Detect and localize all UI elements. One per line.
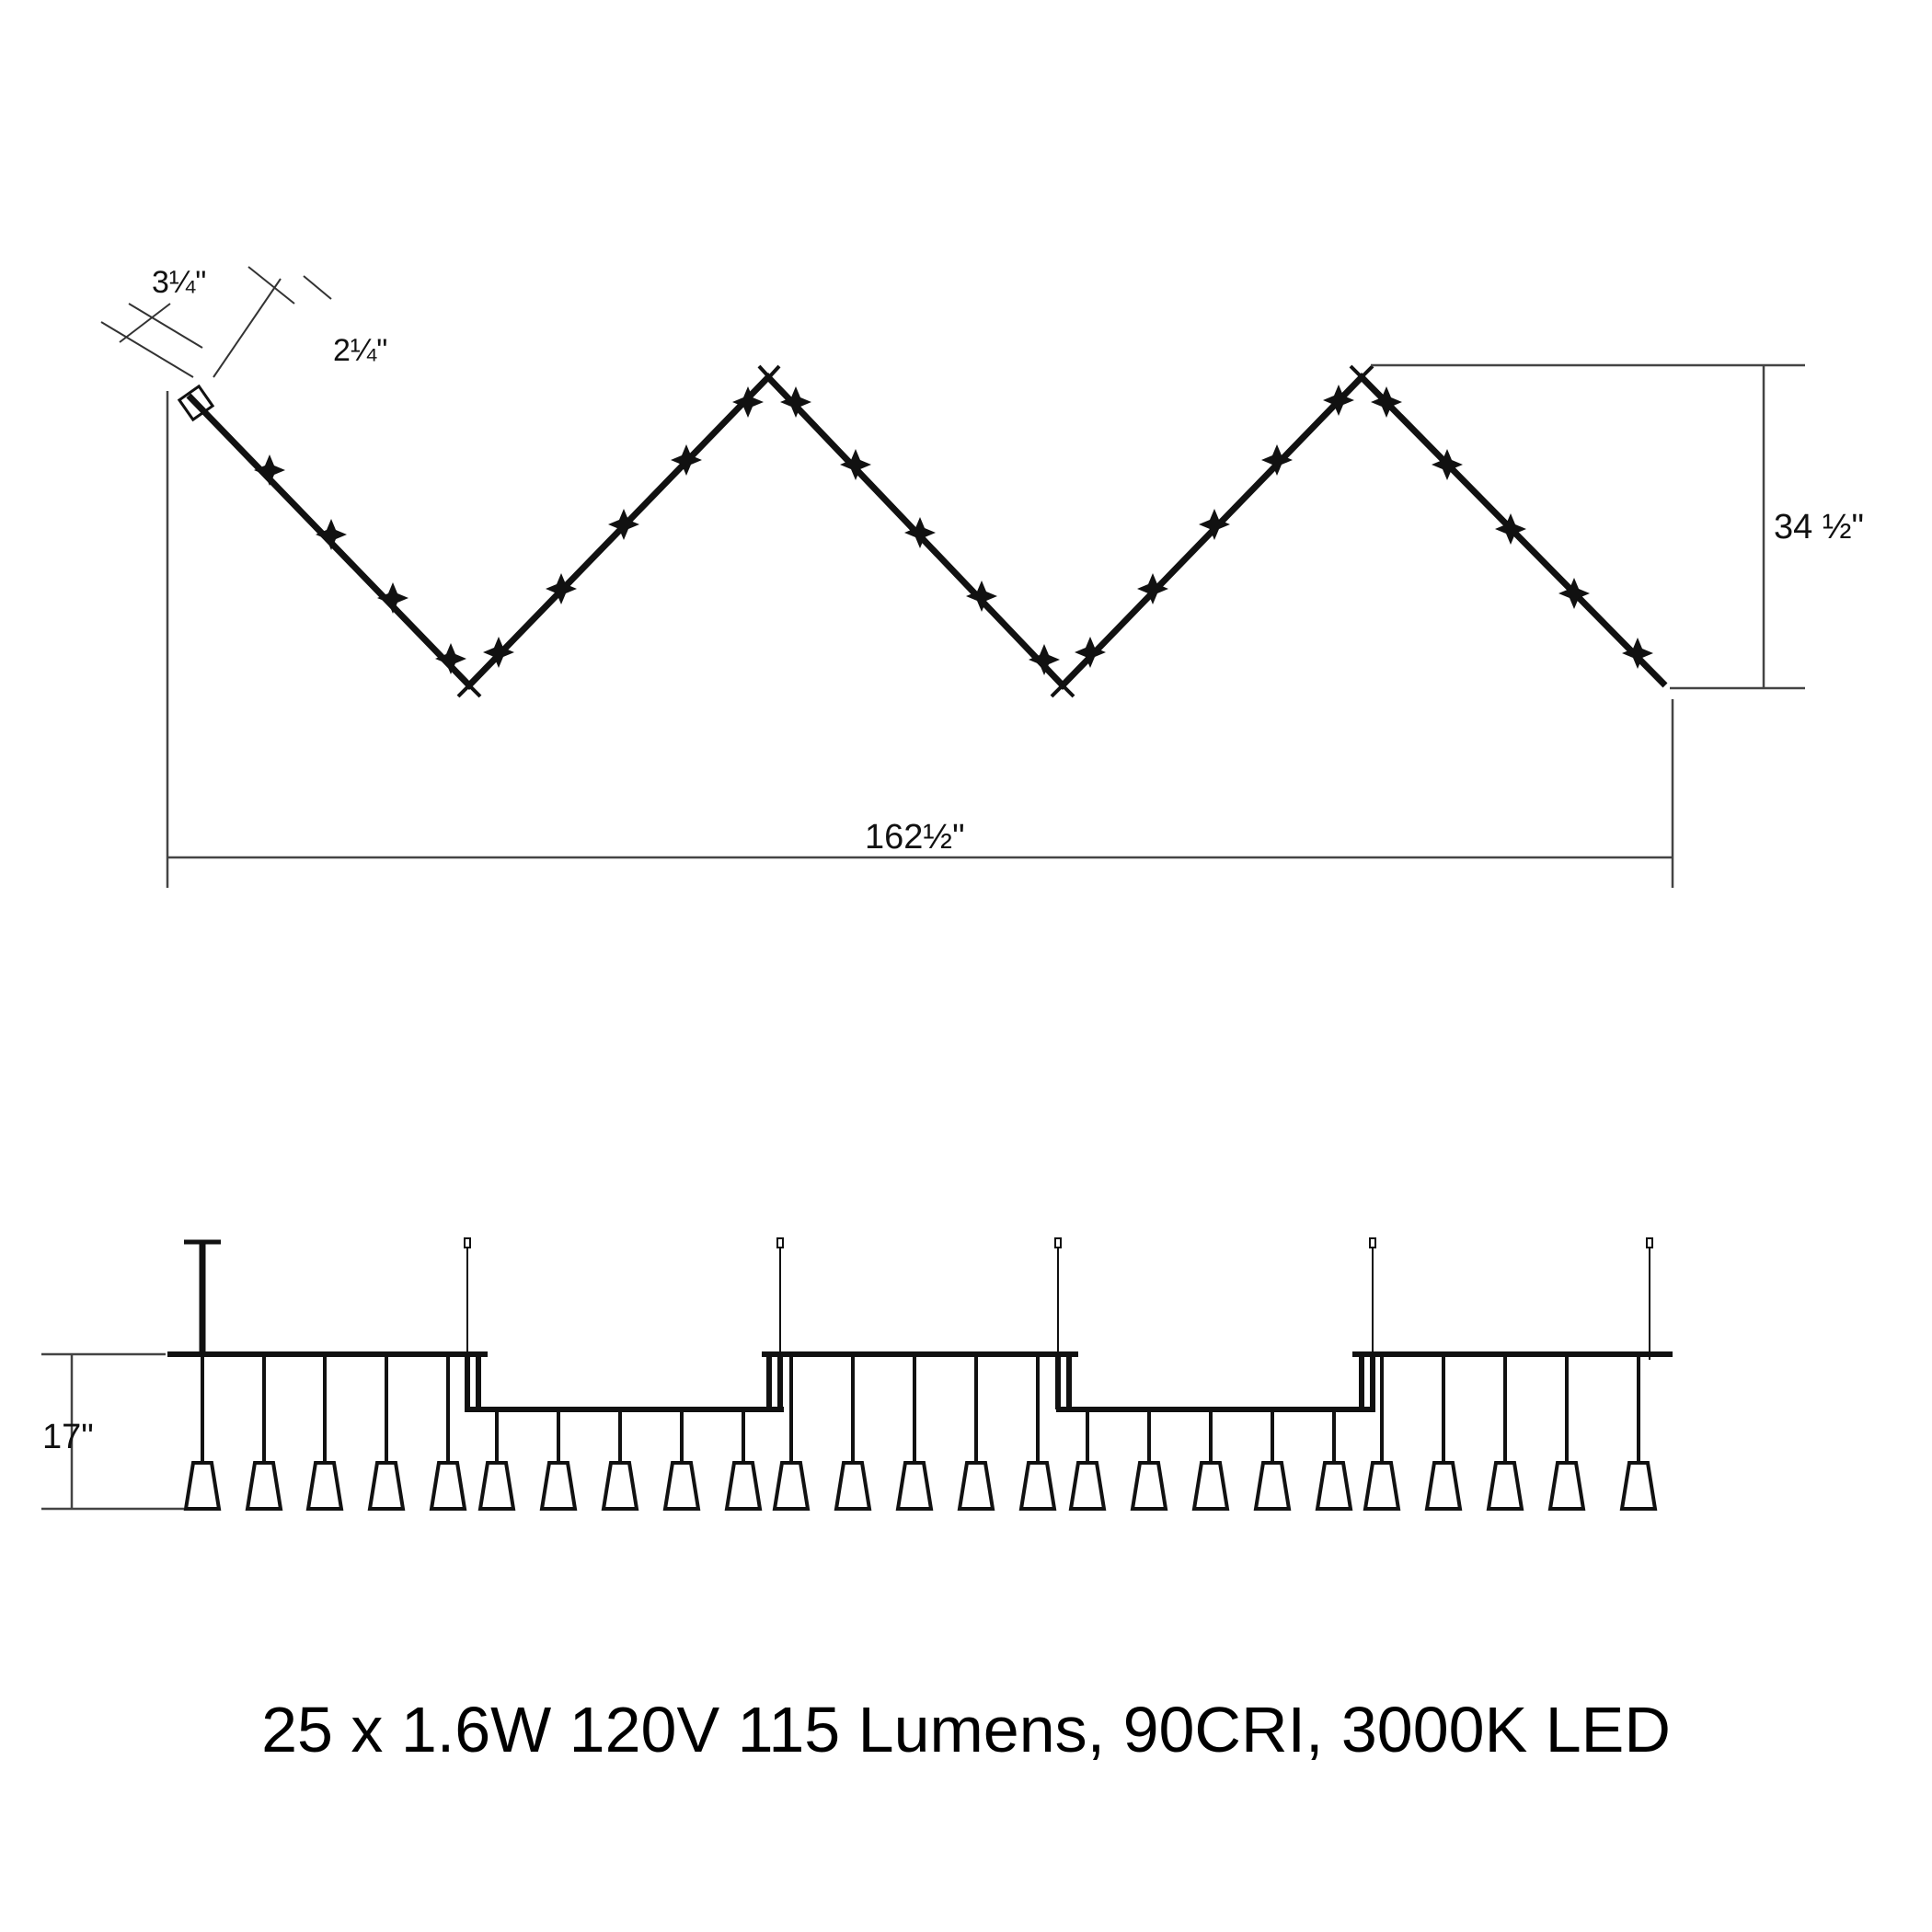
- pendant: [245, 1354, 283, 1511]
- plan-view: 3¼" 2¼" 34 ½" 162½": [100, 265, 1864, 888]
- pendant: [429, 1354, 467, 1511]
- canopy-depth-label: 2¼": [333, 333, 387, 368]
- length-dimension-lines: [166, 391, 1674, 888]
- pendant-star-icon: [483, 637, 514, 668]
- pendant: [1424, 1354, 1463, 1511]
- pendant: [477, 1409, 516, 1511]
- pendant: [1018, 1354, 1057, 1511]
- canopy-dimension-lines: [100, 266, 332, 378]
- pendant-star-icon: [316, 519, 347, 550]
- pendant-star-icon: [1137, 573, 1168, 604]
- pendant-star-icon: [1622, 638, 1653, 669]
- pendant: [895, 1354, 934, 1511]
- pendant: [1547, 1354, 1586, 1511]
- pendant-star-icon: [1075, 637, 1106, 668]
- pendant: [601, 1409, 639, 1511]
- pendant-star-icon: [1029, 644, 1060, 675]
- pendant: [1315, 1409, 1353, 1511]
- pendant-star-icon: [671, 444, 702, 476]
- elevation-view: [41, 1237, 1673, 1511]
- pendant: [772, 1354, 811, 1511]
- pendant-star-icon: [1495, 513, 1526, 545]
- pendant-star-icon: [904, 517, 936, 548]
- support-bars: [167, 1351, 1673, 1412]
- pendant-star-icon: [840, 449, 871, 480]
- pendant: [1363, 1354, 1401, 1511]
- pendant-star-icon: [435, 643, 466, 674]
- pendant: [1191, 1409, 1230, 1511]
- pendant: [1068, 1409, 1107, 1511]
- suspension-wires: [464, 1237, 1653, 1360]
- pendant-star-icon: [254, 454, 285, 486]
- overall-length-label: 162½": [865, 818, 965, 857]
- pendant: [367, 1354, 406, 1511]
- pendant-star-icon: [1432, 449, 1463, 480]
- pendant: [957, 1354, 995, 1511]
- pendant-star-icon: [608, 509, 639, 540]
- pendant: [1253, 1409, 1292, 1511]
- pendant: [834, 1354, 872, 1511]
- pendant-star-icon: [1261, 444, 1293, 476]
- pendant: [724, 1409, 763, 1511]
- pendant: [1486, 1354, 1524, 1511]
- pendant: [1619, 1354, 1658, 1511]
- pendant-star-icon: [546, 573, 577, 604]
- pendant-star-icon: [732, 386, 764, 418]
- pendant-star-icon: [780, 386, 811, 418]
- pendant-star-icon: [1558, 578, 1590, 609]
- pendant-star-icon: [966, 581, 997, 612]
- pendant-star-icon: [1323, 385, 1354, 416]
- pendant: [1130, 1409, 1168, 1511]
- elevation-pendants: [183, 1354, 1658, 1511]
- pendant-star-icon: [1199, 509, 1230, 540]
- pendant-star-icon: [1371, 386, 1402, 418]
- height-dimension-lines: [1371, 363, 1805, 690]
- height-label: 34 ½": [1774, 508, 1864, 546]
- drop-label: 17": [42, 1418, 94, 1456]
- canopy-width-label: 3¼": [152, 265, 206, 300]
- pendant: [305, 1354, 344, 1511]
- drop-dimension-lines: [41, 1352, 184, 1511]
- pendant: [662, 1409, 701, 1511]
- spec-text: 25 x 1.6W 120V 115 Lumens, 90CRI, 3000K …: [261, 1694, 1671, 1765]
- pendant-star-icon: [377, 582, 408, 614]
- pendant: [539, 1409, 578, 1511]
- plan-pendants: [254, 385, 1653, 675]
- pendant: [183, 1354, 222, 1511]
- vertex-marks: [456, 364, 1374, 698]
